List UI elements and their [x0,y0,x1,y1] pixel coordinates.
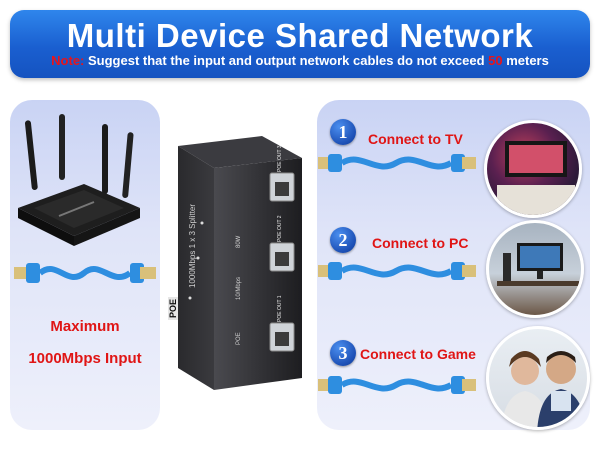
device-brand-label: POE [168,296,178,320]
header-banner: Multi Device Shared Network Note: Sugges… [10,10,590,78]
input-label-line1: Maximum [50,318,120,335]
output-number-3: 3 [330,340,356,366]
tv-cable [318,154,476,172]
output-label-pc: Connect to PC [372,235,469,251]
port-label-1: POE OUT 1 [277,295,283,322]
people-photo [486,326,590,430]
note-prefix: Note: [51,53,85,68]
legend-poe: POE [236,332,242,345]
router-icon [18,114,140,246]
game-cable [318,376,476,394]
note-distance: 50 [488,53,503,68]
poe-splitter-device [178,136,302,390]
output-label-tv: Connect to TV [368,131,463,147]
legend-speed: 10/Mbps [236,276,242,300]
pc-photo [486,220,584,318]
note-text-2: meters [502,53,549,68]
banner-note: Note: Suggest that the input and output … [10,53,590,68]
port-label-2: POE OUT 2 [277,215,283,242]
port-label-3: POE OUT 3 [277,145,283,172]
input-label-line2: 1000Mbps Input [28,350,142,367]
input-cable [14,263,156,283]
legend-watt: 80W [236,235,242,248]
pc-cable [318,262,476,280]
output-label-game: Connect to Game [360,346,476,362]
output-number-1: 1 [330,119,356,145]
banner-title: Multi Device Shared Network [66,17,534,54]
tv-photo [484,120,582,218]
device-model-label: 1000Mbps 1 x 3 Splitter [188,203,197,288]
note-text-1: Suggest that the input and output networ… [84,53,489,68]
output-number-2: 2 [330,227,356,253]
